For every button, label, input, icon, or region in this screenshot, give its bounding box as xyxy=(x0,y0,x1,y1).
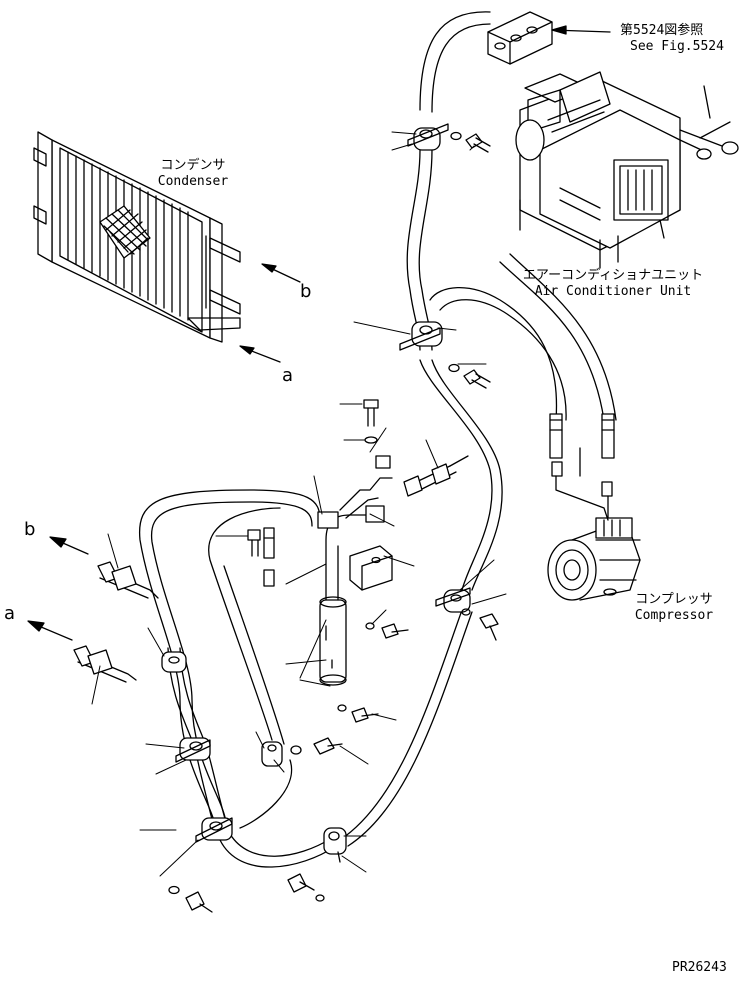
compressor-label-jp: コンプレッサ xyxy=(635,592,713,607)
clamps xyxy=(162,124,470,862)
arrow-label-b-left: b xyxy=(24,519,36,540)
clamp-bottom xyxy=(324,828,346,862)
receiver-drier-drawing xyxy=(318,456,392,685)
condenser-arrows xyxy=(28,264,300,640)
clamp-mid-low xyxy=(262,742,282,766)
arrow-label-a-left: a xyxy=(4,603,16,624)
condenser-label-en: Condenser xyxy=(157,174,229,189)
clamp-block-drawing xyxy=(488,12,610,64)
clamp-mid xyxy=(400,322,442,350)
arrow-label-b-condenser: b xyxy=(300,281,312,302)
clamp-left-3 xyxy=(196,818,232,842)
condenser-label-jp: コンデンサ xyxy=(160,158,226,173)
ac-unit-label-jp: エアーコンディショナユニット xyxy=(522,268,704,283)
clamp-left-2 xyxy=(176,738,210,762)
clamp-right xyxy=(436,588,470,612)
condenser-drawing xyxy=(34,132,240,342)
ac-unit-label-en: Air Conditioner Unit xyxy=(534,284,692,299)
ac-unit-drawing xyxy=(516,72,738,268)
compressor-label-en: Compressor xyxy=(634,608,714,623)
drawing-number: PR26243 xyxy=(672,960,727,975)
switch-hose xyxy=(404,456,468,496)
compressor-hose-ends xyxy=(550,414,614,520)
clamp-left-1 xyxy=(162,652,186,672)
bolts xyxy=(169,133,498,913)
reference-label-en: See Fig.5524 xyxy=(630,39,724,54)
arrow-label-a-condenser: a xyxy=(282,365,294,386)
hose-fittings-left xyxy=(74,562,136,674)
compressor-drawing xyxy=(548,518,640,600)
clamp-top xyxy=(408,124,448,150)
reference-label-jp: 第5524図参照 xyxy=(620,23,704,38)
leader-lines xyxy=(92,132,506,876)
